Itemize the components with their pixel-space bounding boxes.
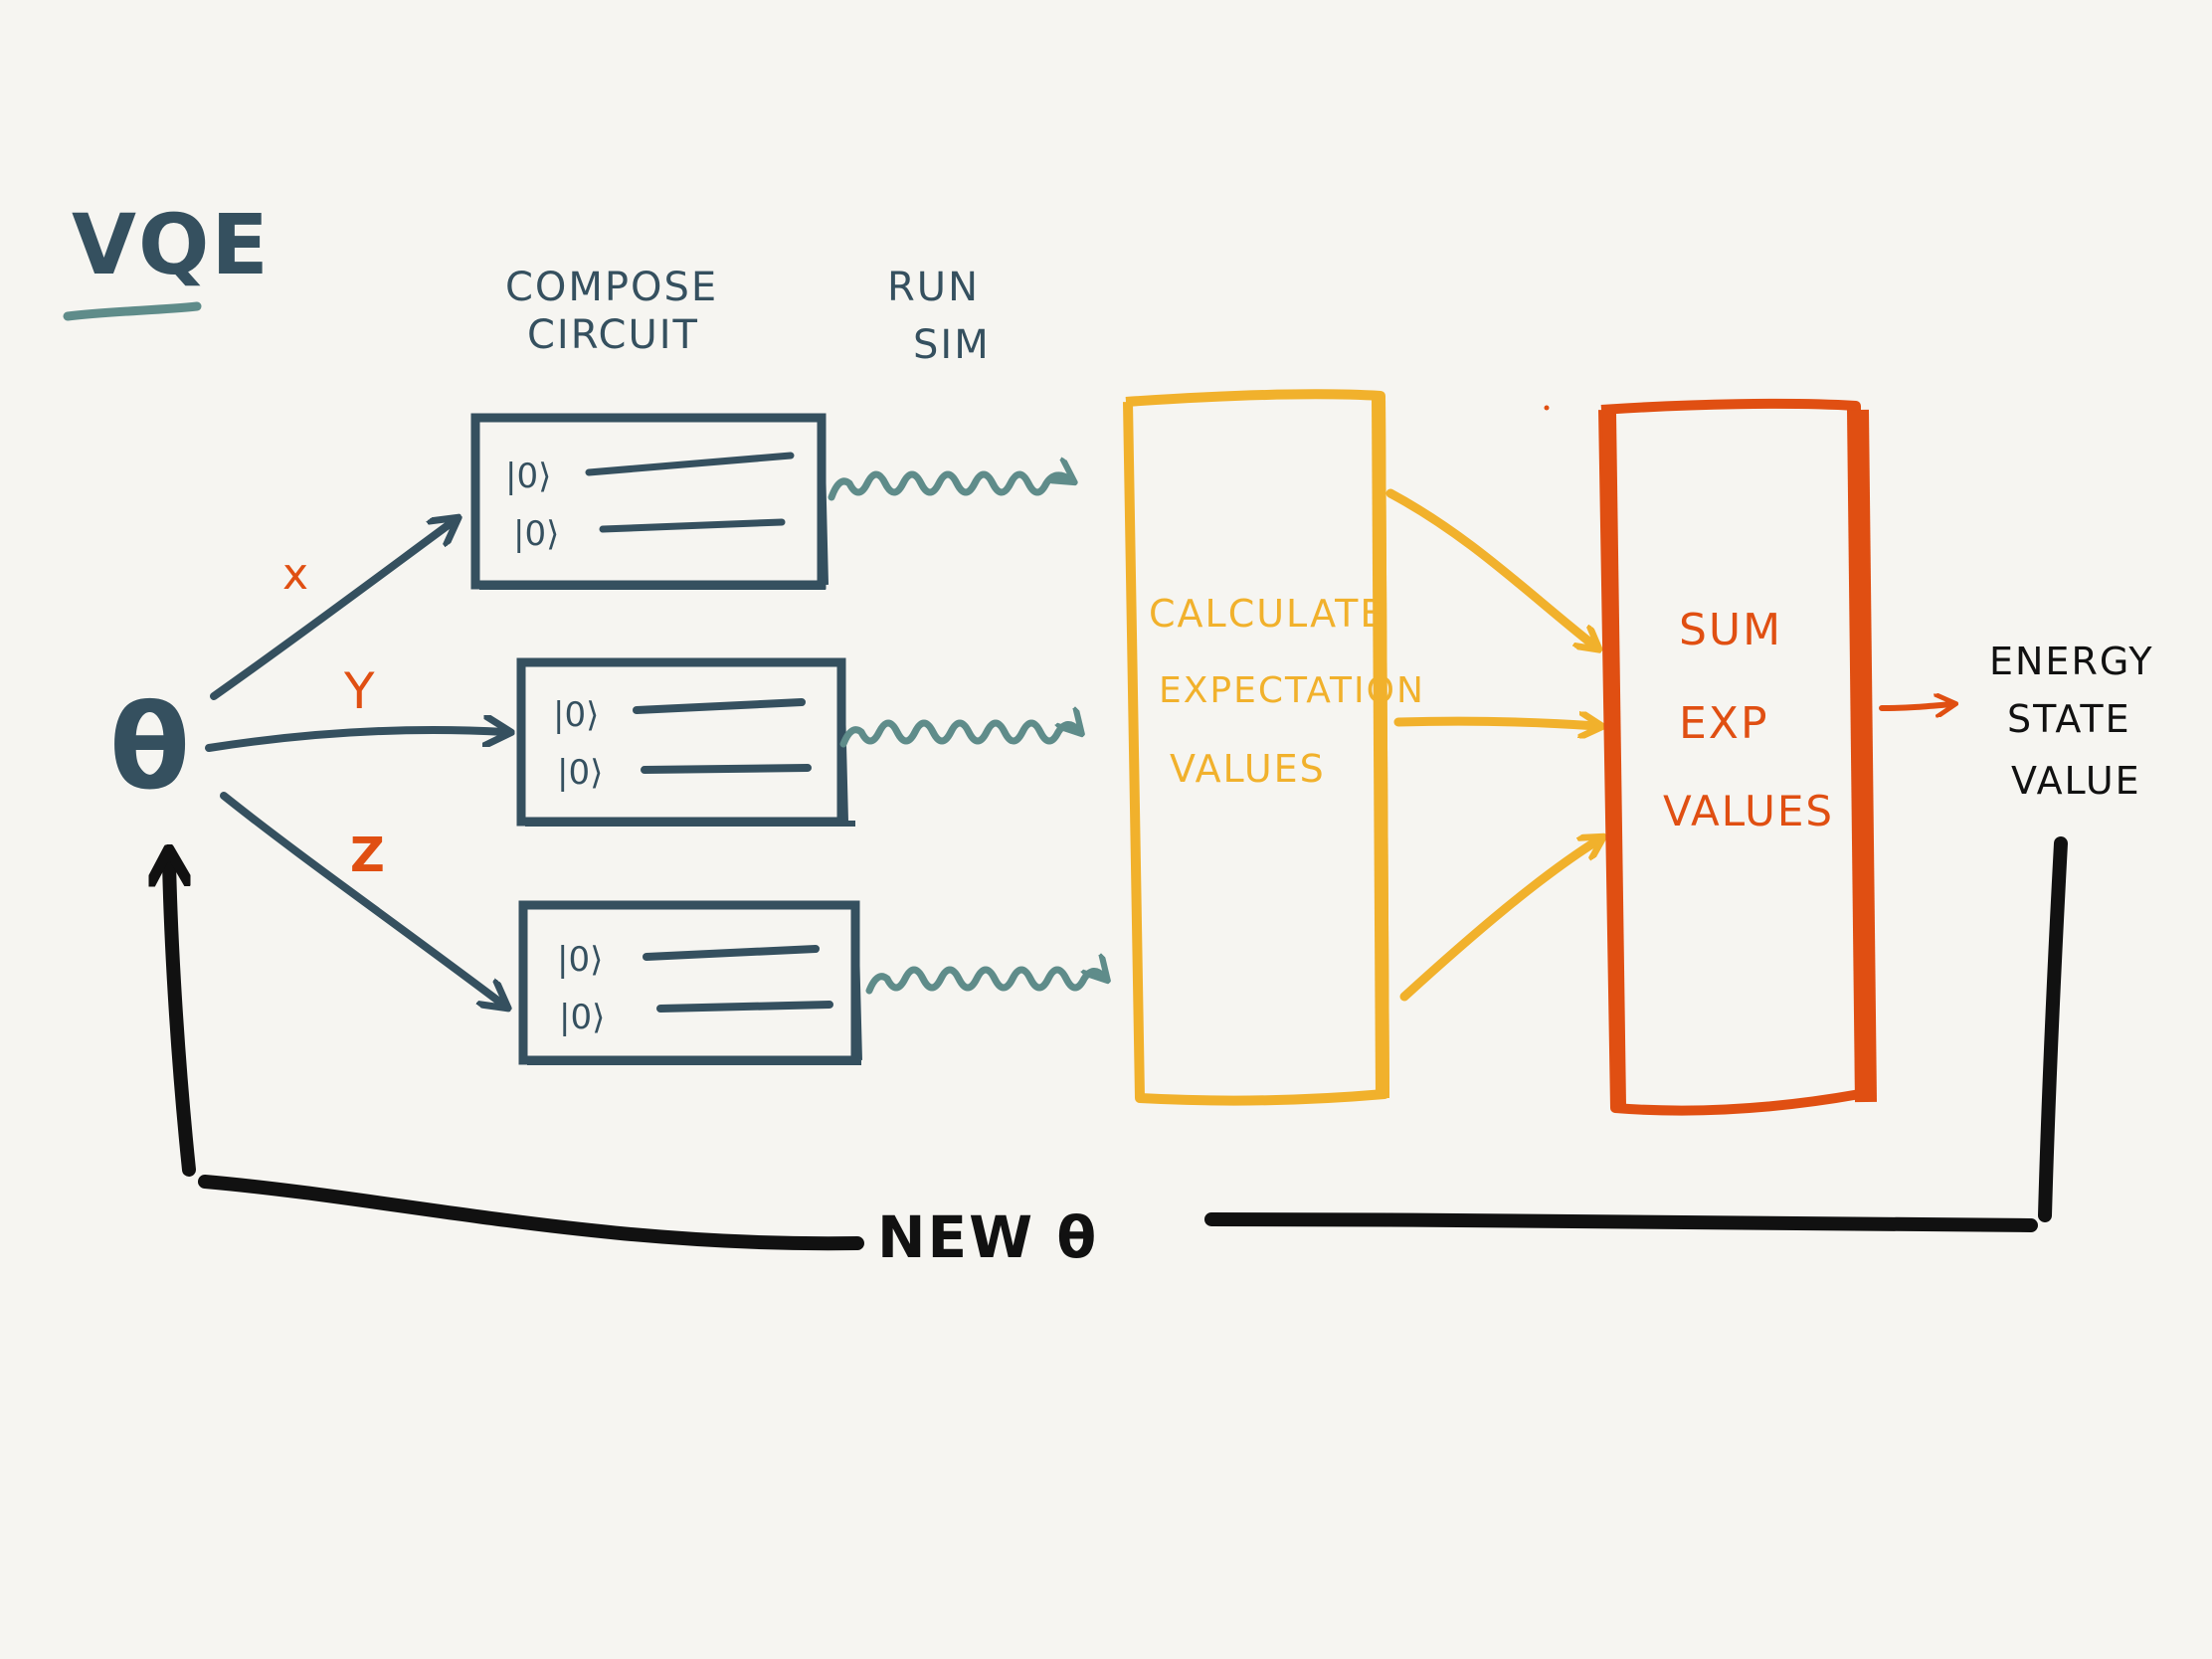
qubit-wire [585,452,795,476]
sum-box: SUM EXP VALUES [1598,398,1877,1116]
calculate-line-3: VALUES [1170,747,1326,791]
new-theta-label: NEW θ [877,1203,1098,1271]
circuit-box-z: |0⟩ |0⟩ [518,900,862,1065]
feedback-right-down [2038,836,2068,1222]
run-sim-arrow-2 [839,723,1078,748]
theta-symbol: θ [109,678,190,816]
branch-arrow-y [205,730,505,752]
run-sim-arrow-3 [865,970,1104,995]
circuit-box-x: |0⟩ |0⟩ [470,413,829,590]
stray-dot [1544,405,1550,411]
feedback-loop [169,836,2068,1251]
circuit-box-z-shadow [527,908,862,1065]
expectation-arrow-1 [1385,488,1595,646]
title-group: VQE [63,196,271,321]
sum-line-2: EXP [1679,698,1768,749]
calculate-line-2: EXPECTATION [1159,670,1425,711]
energy-line-3: VALUE [2011,759,2141,803]
calculate-box: CALCULATE EXPECTATION VALUES [1123,389,1425,1106]
qubit-label: |0⟩ [557,940,603,980]
circuit-box-y: |0⟩ |0⟩ [516,657,855,827]
qubit-label: |0⟩ [557,753,603,793]
circuit-box-y-frame [516,657,846,827]
calculate-box-edge [1372,397,1389,1099]
expectation-arrows [1385,488,1599,1002]
feedback-bottom-left [198,1175,864,1251]
sum-line-1: SUM [1679,605,1782,655]
title: VQE [72,196,271,293]
circuit-box-x-shadow [479,421,829,590]
circuit-box-y-shadow [525,665,855,827]
run-sim-arrow-1 [828,474,1070,501]
qubit-wire [599,518,786,533]
expectation-arrow-3 [1399,839,1599,1002]
expectation-arrow-2 [1393,721,1597,726]
branch-arrow-z [220,792,503,1005]
sum-box-edge [1847,409,1877,1103]
branch-arrows [205,521,505,1005]
feedback-left-up [169,861,196,1177]
energy-line-1: ENERGY [1989,640,2154,683]
run-line-2: SIM [913,322,991,368]
energy-line-2: STATE [2007,697,2131,741]
run-line-1: RUN [887,265,980,310]
energy-arrow [1879,704,1951,708]
branch-label-z: Z [350,828,387,883]
sum-box-left-edge [1602,413,1626,1107]
qubit-label: |0⟩ [553,695,599,735]
qubit-label: |0⟩ [559,998,605,1037]
branch-label-y: Y [343,662,377,720]
compose-line-1: COMPOSE [505,265,718,310]
qubit-wire [633,698,806,714]
title-underline [63,301,202,321]
branch-label-x: x [282,549,310,600]
branch-arrow-x [210,521,454,700]
qubit-wire [643,945,820,961]
energy-label: ENERGY STATE VALUE [1989,640,2154,803]
qubit-wire [641,764,812,774]
sum-box-frame [1598,398,1865,1116]
run-sim-arrows [828,474,1104,995]
calculate-line-1: CALCULATE [1149,592,1385,636]
compose-line-2: CIRCUIT [527,312,699,358]
run-sim-heading: RUN SIM [887,265,991,368]
qubit-label: |0⟩ [505,457,551,496]
compose-heading: COMPOSE CIRCUIT [505,265,718,358]
circuit-box-x-frame [470,413,827,590]
feedback-bottom-right [1204,1212,2038,1232]
qubit-wire [656,1001,833,1013]
qubit-label: |0⟩ [513,514,559,554]
sum-line-3: VALUES [1663,787,1834,835]
